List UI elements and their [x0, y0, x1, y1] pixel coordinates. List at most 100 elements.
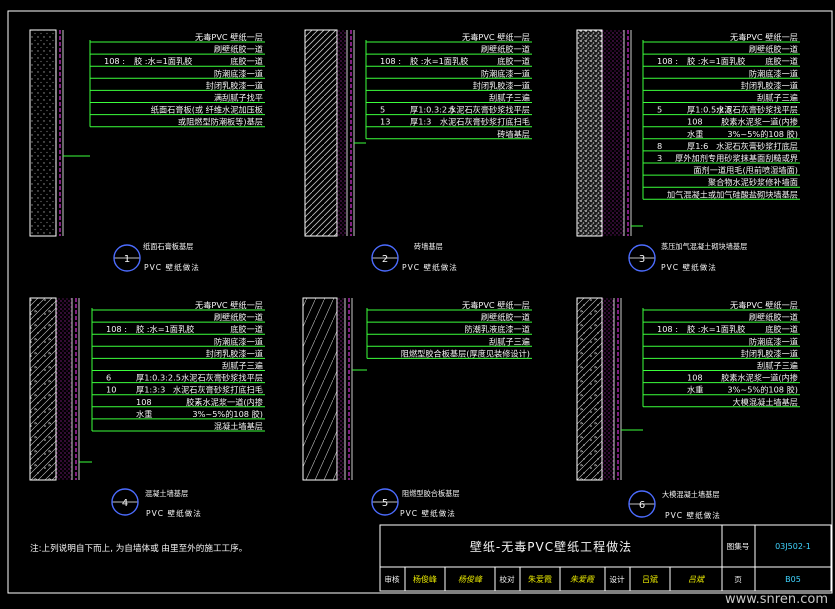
detail-number: 1	[124, 254, 130, 265]
construction-note: 注:上列说明自下而上, 为自墙体或 由里至外的施工工序。	[30, 542, 247, 554]
bubble-circle	[628, 244, 656, 272]
wall-section	[302, 297, 353, 481]
layer-thickness: 108 :	[106, 324, 127, 334]
review-name: 杨俊峰	[413, 574, 437, 584]
layer-thickness: 108 :	[380, 56, 401, 66]
design-signature: 吕斌	[688, 575, 705, 584]
design-name: 吕斌	[642, 574, 658, 584]
layer-mix: 胶 :水=1面乳胶	[410, 56, 468, 66]
layer-label: 水泥石灰膏砂浆找平层	[716, 105, 798, 115]
layer-label: 纸面石膏板(或 纤维水泥加压板	[151, 105, 263, 115]
layer-label: 水泥石灰膏砂浆打底扫毛	[440, 117, 530, 127]
layer-mix: 水重	[687, 129, 703, 139]
check-signature: 朱爱霞	[570, 575, 595, 584]
layer-label: 底胶一道	[230, 56, 263, 66]
layer-thickness: 3	[657, 153, 662, 163]
check-label: 校对	[499, 574, 515, 584]
layer-label: 无毒PVC 壁纸一层	[730, 32, 798, 42]
layer-mix: 108	[687, 117, 703, 127]
wall-section	[576, 29, 632, 237]
wall-section	[304, 29, 355, 237]
detail-caption: 纸面石膏板基层	[143, 242, 193, 251]
layer-label: 水泥石灰膏砂浆打底层	[716, 141, 798, 151]
detail-bubble: 6	[628, 490, 656, 518]
page-number: B05	[785, 575, 801, 584]
layer-mix: 厚1:3	[410, 117, 431, 127]
layer-label: 刮腻子三遍	[489, 93, 530, 103]
layer-mix: 胶 :水=1面乳胶	[687, 56, 745, 66]
detail-caption: 阻燃型胶合板基层	[402, 489, 460, 498]
bubble-circle	[628, 490, 656, 518]
layer-label: 防潮底漆一道	[214, 68, 263, 78]
detail-subtitle: PVC 壁纸做法	[402, 262, 458, 272]
layer-label: 无毒PVC 壁纸一层	[195, 300, 263, 310]
layer-label: 水泥石灰膏砂浆找平层	[181, 373, 263, 383]
layer-label: 无毒PVC 壁纸一层	[462, 300, 530, 310]
wall-hatch	[30, 30, 56, 236]
detail-caption: 混凝土墙基层	[145, 489, 188, 498]
detail-bubble: 5	[371, 488, 399, 516]
detail-caption: 砖墙基层	[414, 242, 443, 251]
plaster-layer	[337, 30, 347, 236]
layer-label: 底胶一道	[230, 324, 263, 334]
plaster-layer	[602, 298, 614, 480]
detail-number: 5	[382, 498, 388, 509]
layer-label: 封闭乳胶漆一道	[741, 348, 798, 358]
layer-label: 聚合物水泥砂浆修补墙面	[708, 177, 798, 187]
layer-label: 无毒PVC 壁纸一层	[195, 32, 263, 42]
detail-subtitle: PVC 壁纸做法	[661, 262, 717, 272]
layer-thickness: 108 :	[104, 56, 125, 66]
page-label: 页	[734, 575, 742, 584]
layer-label: 厚外加剂专用砂浆抹基面刮糙或界	[675, 153, 798, 163]
layer-mix: 厚1:0.5:2.5	[687, 105, 732, 115]
layer-label: 或阻燃型防潮板等)基层	[178, 117, 263, 127]
layer-label: 封闭乳胶漆一道	[741, 80, 798, 90]
layer-label: 防潮乳液底漆一道	[464, 324, 530, 334]
layer-label: 底胶一道	[497, 56, 530, 66]
layer-label: 无毒PVC 壁纸一层	[462, 32, 530, 42]
detail-subtitle: PVC 壁纸做法	[665, 510, 721, 520]
plaster-layer	[337, 298, 345, 480]
layer-thickness: 6	[106, 373, 111, 383]
wall-section	[576, 297, 622, 481]
check-name: 朱爱霞	[528, 574, 552, 584]
layer-mix: 108	[136, 397, 152, 407]
detail-bubble: 4	[111, 488, 139, 516]
layer-label: 刮腻子三遍	[489, 336, 530, 346]
layer-label: 刷壁纸胶一道	[214, 312, 263, 322]
layer-label: 刷壁纸胶一道	[749, 44, 798, 54]
plaster-layer	[602, 30, 624, 236]
layer-label: 防潮底漆一道	[749, 68, 798, 78]
detail-caption: 大模混凝土墙基层	[662, 490, 720, 499]
wall-hatch	[305, 30, 337, 236]
layer-label: 水泥石灰膏砂浆打底扫毛	[173, 385, 263, 395]
layer-label: 刷壁纸胶一道	[481, 312, 530, 322]
detail-5: 无毒PVC 壁纸一层刷壁纸胶一道防潮乳液底漆一道刮腻子三遍阻燃型胶合板基层(厚度…	[302, 297, 532, 518]
detail-subtitle: PVC 壁纸做法	[146, 508, 202, 518]
detail-number: 6	[639, 500, 645, 511]
layer-label: 胶素水泥浆一道(内掺	[721, 373, 798, 383]
layer-thickness: 8	[657, 141, 662, 151]
layer-label: 满刮腻子找平	[214, 93, 263, 103]
atlas-number: 03J502-1	[775, 542, 811, 551]
layer-label: 封闭乳胶漆一道	[206, 80, 263, 90]
layer-mix: 厚1:6	[687, 141, 708, 151]
layer-label: 水泥石灰膏砂浆找平层	[448, 105, 530, 115]
layer-label: 大模混凝土墙基层	[732, 397, 798, 407]
detail-bubble: 2	[371, 244, 399, 272]
layer-label: 胶素水泥浆一道(内掺	[721, 117, 798, 127]
wall-hatch	[303, 298, 337, 480]
detail-number: 2	[382, 254, 388, 265]
layer-mix: 胶 :水=1面乳胶	[134, 56, 192, 66]
layer-label: 砖墙基层	[497, 129, 530, 139]
layer-label: 胶素水泥浆一道(内掺	[186, 397, 263, 407]
layer-label: 底胶一道	[765, 324, 798, 334]
detail-caption: 蒸压加气混凝土砌块墙基层	[661, 242, 747, 251]
